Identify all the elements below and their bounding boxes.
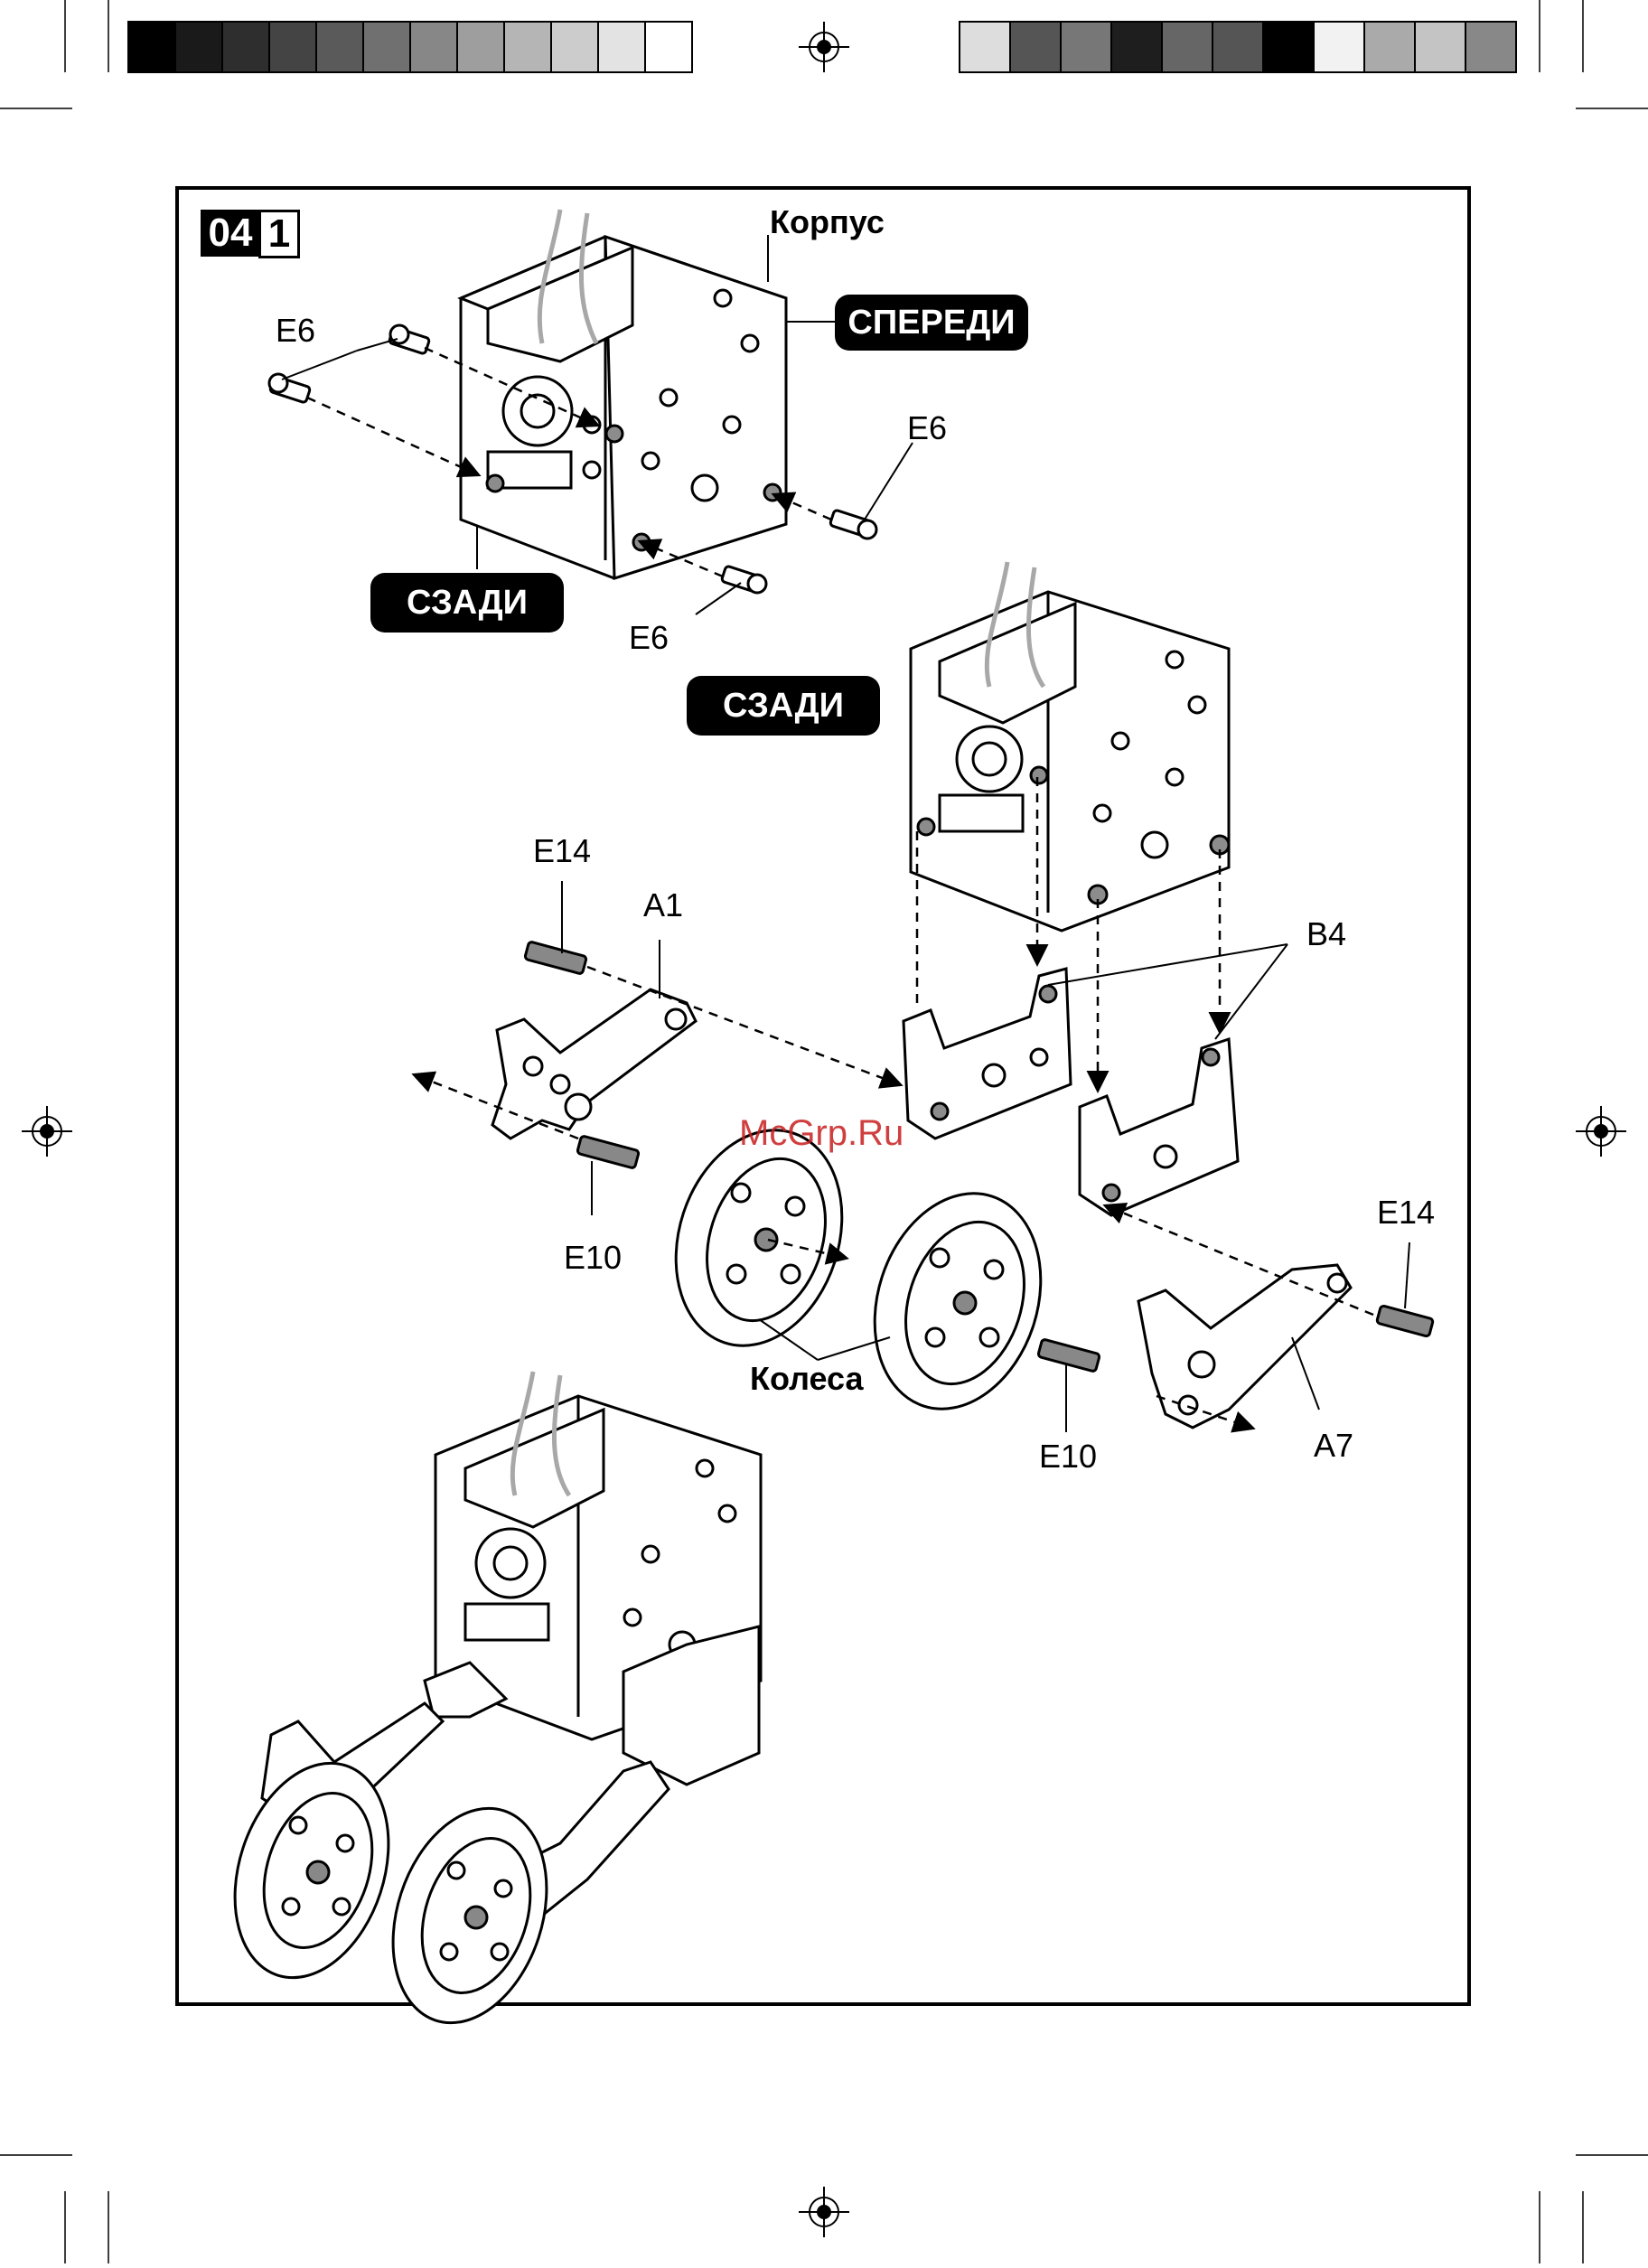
screw-e14-left — [525, 942, 587, 974]
step-number: 04 — [201, 210, 260, 257]
color-swatch — [457, 22, 504, 72]
color-swatch — [645, 22, 692, 72]
color-swatch — [551, 22, 598, 72]
color-swatch — [598, 22, 645, 72]
label-a1: A1 — [643, 889, 683, 922]
label-speredi: СПЕРЕДИ — [835, 295, 1028, 351]
leader-lines-mid — [1048, 944, 1288, 1039]
step-sub-number: 1 — [258, 210, 300, 258]
color-swatch — [1465, 22, 1516, 72]
color-swatch — [960, 22, 1010, 72]
step-frame — [177, 188, 1469, 2004]
registration-mark-left — [22, 1106, 72, 1157]
arm-a1 — [492, 989, 696, 1139]
step-badge: 04 1 — [201, 210, 300, 258]
body-top — [461, 237, 786, 578]
color-swatch — [1263, 22, 1314, 72]
color-swatch — [410, 22, 457, 72]
label-e10-right: E10 — [1039, 1440, 1097, 1473]
wheel-right — [848, 1172, 1068, 1430]
body-mid — [911, 592, 1229, 931]
screw-e6-d — [721, 566, 766, 593]
color-swatch — [1415, 22, 1465, 72]
axle-e10-left — [577, 1136, 640, 1168]
screw-e6-c — [829, 510, 876, 539]
color-swatch — [504, 22, 551, 72]
registration-mark-bottom — [799, 2187, 849, 2237]
color-swatch — [1162, 22, 1213, 72]
color-swatch — [316, 22, 363, 72]
color-swatch — [1364, 22, 1415, 72]
bracket-b4-right — [1080, 1039, 1238, 1215]
print-color-bar-left — [128, 22, 692, 72]
label-a7: A7 — [1314, 1429, 1353, 1462]
color-swatch — [1061, 22, 1111, 72]
color-swatch — [222, 22, 269, 72]
label-wheels: Колеса — [750, 1363, 864, 1395]
label-e6-b: E6 — [907, 412, 947, 445]
arm-a7 — [1138, 1265, 1351, 1428]
label-szadi-mid: СЗАДИ — [687, 676, 880, 736]
registration-mark-right — [1576, 1106, 1626, 1157]
color-swatch — [363, 22, 410, 72]
assembled-robot — [209, 1396, 761, 2043]
screw-e6-b — [269, 374, 311, 403]
print-color-bar-right — [960, 22, 1516, 72]
label-e14-left: E14 — [533, 835, 591, 867]
watermark: McGrp.Ru — [739, 1113, 904, 1154]
color-swatch — [1314, 22, 1364, 72]
color-swatch — [175, 22, 222, 72]
label-e14-right: E14 — [1377, 1196, 1435, 1229]
axle-e10-right — [1038, 1339, 1100, 1372]
label-e6-a: E6 — [276, 314, 315, 347]
label-e6-c: E6 — [629, 622, 669, 654]
color-swatch — [269, 22, 316, 72]
label-korpus: Корпус — [770, 206, 885, 239]
label-e10-left: E10 — [564, 1242, 622, 1274]
label-szadi-top: СЗАДИ — [370, 573, 564, 633]
color-swatch — [1213, 22, 1263, 72]
label-b4: B4 — [1306, 918, 1346, 951]
bracket-b4-left — [904, 969, 1071, 1139]
screw-e14-right — [1376, 1306, 1433, 1337]
color-swatch — [1111, 22, 1162, 72]
color-swatch — [1010, 22, 1061, 72]
registration-mark-top — [799, 22, 849, 72]
color-swatch — [128, 22, 175, 72]
